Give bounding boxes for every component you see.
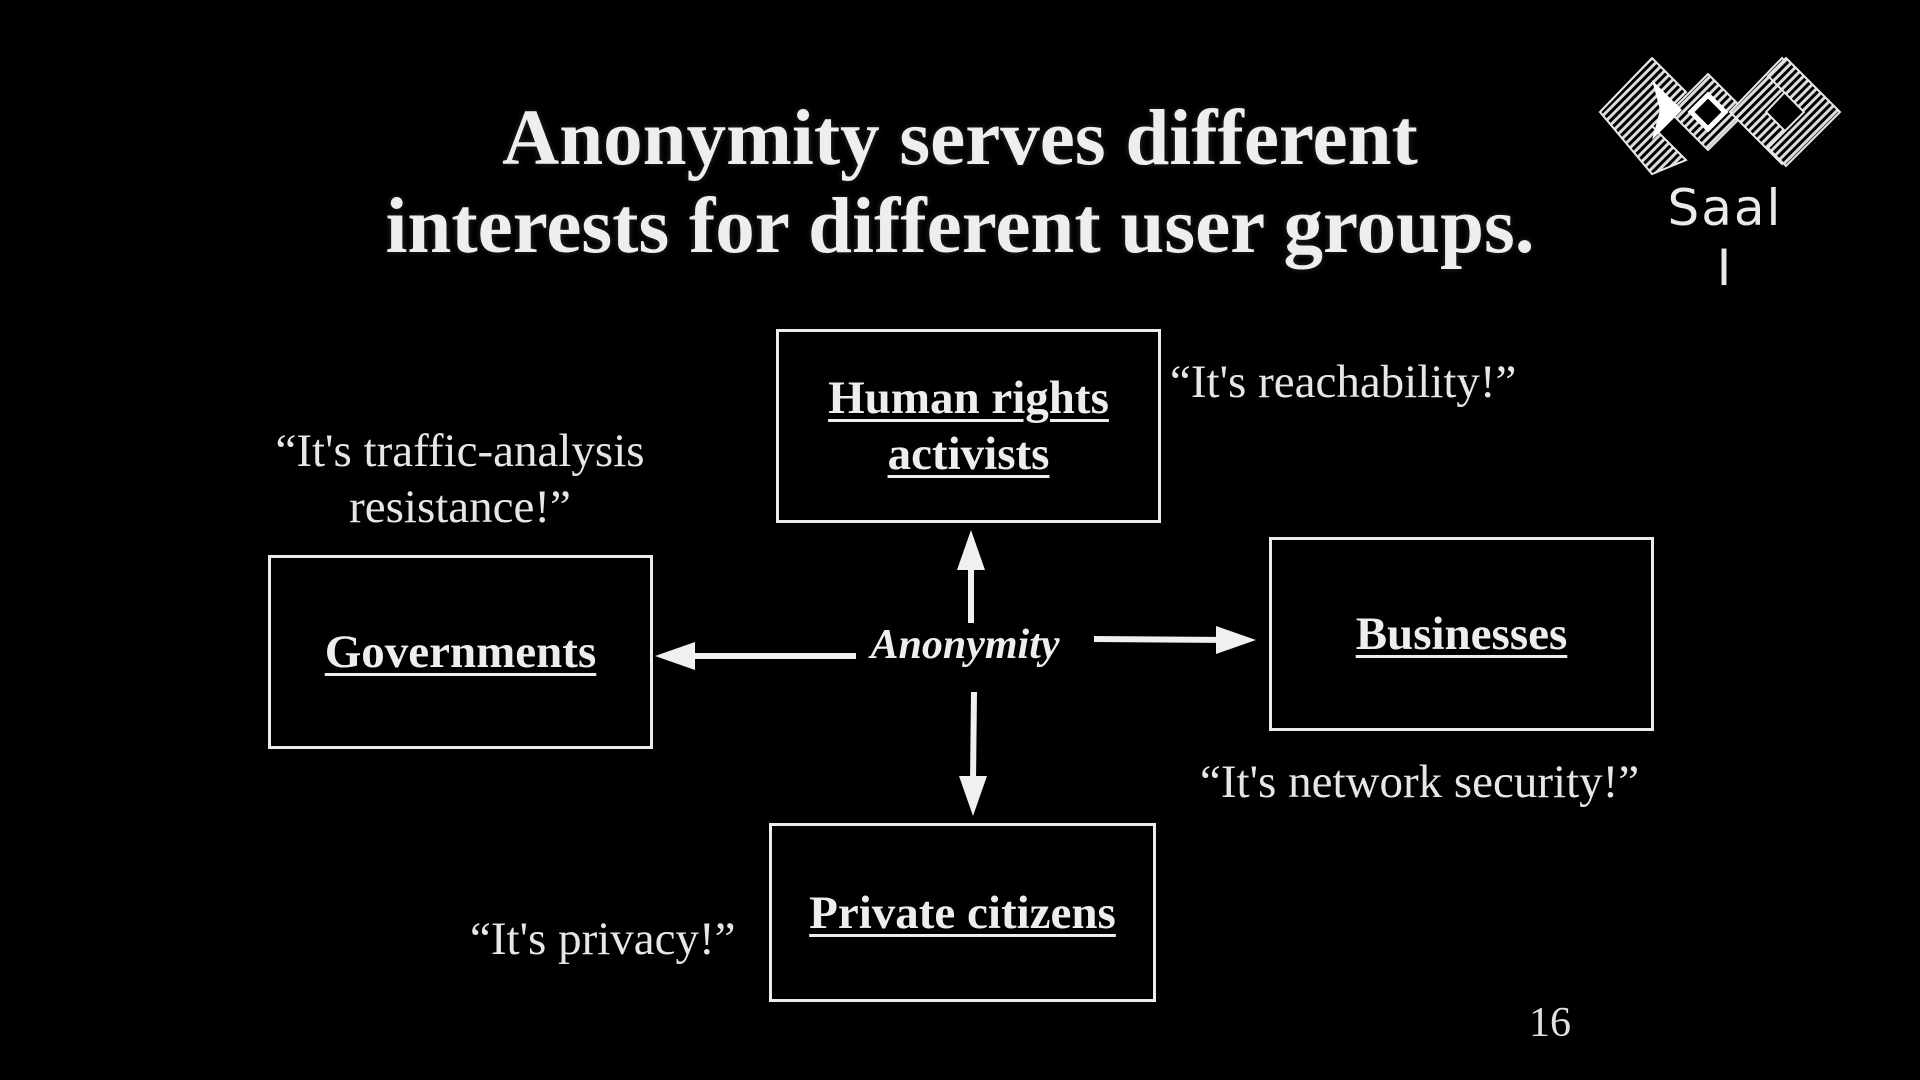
slide-title-line-2: interests for different user groups. (385, 183, 1535, 270)
arrowhead-left (655, 642, 695, 670)
node-private-citizens-label: Private citizens (809, 886, 1116, 939)
node-human-rights-line-2: activists (887, 428, 1050, 480)
logo-label: Saal I (1667, 179, 1783, 297)
arrowhead-right (1216, 626, 1256, 654)
event-logo-icon (1598, 56, 1842, 176)
node-businesses: Businesses (1269, 537, 1654, 731)
node-human-rights-label: Human rights activists (828, 370, 1109, 482)
node-human-rights-line-1: Human rights (828, 372, 1109, 424)
quote-traffic-analysis-line-1: “It's traffic-analysis (275, 425, 645, 477)
node-businesses-label: Businesses (1355, 608, 1568, 660)
slide-page-number: 16 (1529, 1000, 1571, 1046)
quote-network-security: “It's network security!” (1200, 756, 1640, 808)
arrow-to-private-citizens (970, 691, 977, 783)
node-governments: Governments (268, 555, 653, 749)
arrowhead-up (957, 530, 985, 570)
arrow-to-businesses (1093, 636, 1231, 643)
arrowhead-down (959, 776, 987, 816)
slide-title-line-1: Anonymity serves different (502, 95, 1418, 182)
node-human-rights-activists: Human rights activists (776, 329, 1161, 523)
event-logo: Saal I (1590, 50, 1860, 297)
slide-title: Anonymity serves different interests for… (300, 95, 1620, 271)
quote-privacy: “It's privacy!” (470, 913, 736, 965)
quote-traffic-analysis-line-2: resistance!” (349, 481, 571, 533)
node-governments-label: Governments (324, 626, 597, 678)
node-private-citizens: Private citizens (769, 823, 1156, 1002)
quote-reachability: “It's reachability!” (1170, 356, 1517, 408)
quote-traffic-analysis: “It's traffic-analysis resistance!” (250, 423, 670, 535)
center-node-anonymity: Anonymity (870, 622, 1060, 668)
